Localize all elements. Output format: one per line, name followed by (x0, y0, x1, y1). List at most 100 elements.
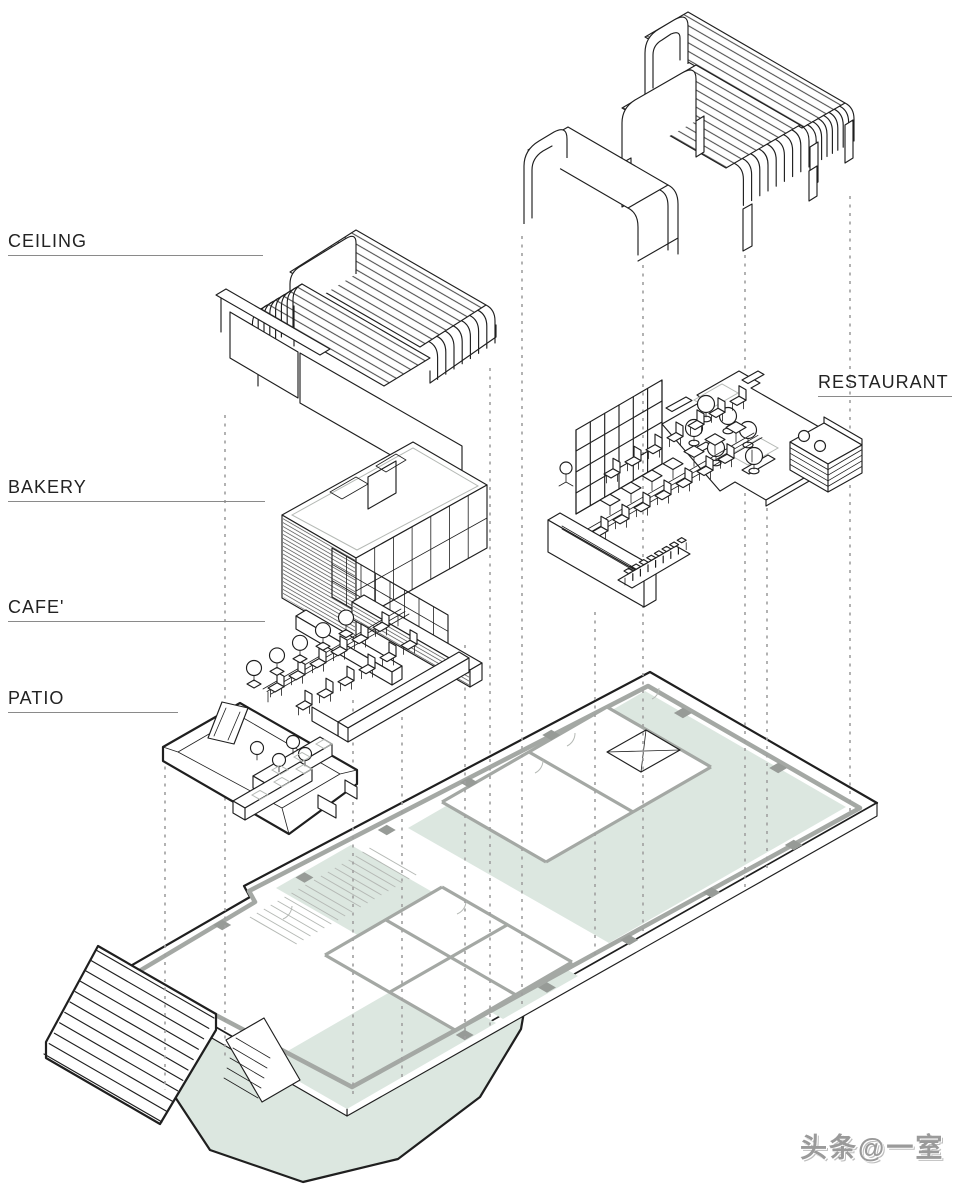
round-table (744, 446, 764, 466)
stool (285, 734, 301, 750)
stair-tread (369, 847, 417, 876)
chair-legs (711, 413, 723, 423)
chair-seat (400, 639, 418, 651)
label-patio-text: PATIO (8, 688, 65, 708)
round-table (696, 394, 716, 414)
rib-curve (750, 153, 761, 197)
rib-curve (783, 134, 794, 178)
table-base (338, 629, 354, 639)
chair-seat (295, 700, 313, 711)
slat (789, 447, 829, 470)
rib-fall (733, 124, 810, 206)
chair-legs (361, 669, 373, 680)
slat (827, 460, 863, 482)
entry-stair-treads (43, 949, 215, 1123)
label-rule (8, 712, 178, 713)
stair-tread (284, 896, 332, 925)
patio-furniture (249, 734, 334, 801)
entry-tread (59, 1022, 179, 1092)
stair-tread (256, 912, 304, 941)
glass-mullions (355, 484, 488, 622)
chair-seat (729, 395, 747, 406)
stair-tread (263, 908, 311, 937)
mini-stools (623, 537, 687, 586)
column-pad (537, 982, 556, 993)
stair-tread (313, 879, 362, 908)
chair-legs (699, 471, 711, 481)
entry-tread (90, 959, 210, 1029)
table-pad (314, 738, 334, 750)
chair-legs (627, 462, 639, 472)
rib-curve (428, 340, 439, 380)
stool (271, 752, 287, 768)
chair-seat (288, 670, 306, 681)
stair-tread (277, 900, 325, 929)
label-rule (8, 501, 265, 502)
chair-seat (696, 465, 714, 477)
vault-end-wall (644, 16, 689, 95)
chair-seat (675, 477, 693, 489)
chair-seat (645, 444, 663, 455)
slat (789, 464, 829, 487)
ceiling-canopy-small-arch (523, 126, 679, 262)
chair-seat (666, 431, 684, 443)
stair-tread (341, 863, 389, 892)
stool-seat (676, 537, 687, 544)
label-cafe: CAFE' (8, 597, 265, 622)
dining-table (662, 457, 684, 471)
stool-base (558, 473, 574, 487)
entry-tread (69, 1001, 189, 1071)
arch-end (523, 129, 568, 224)
dining-table (641, 469, 663, 483)
stool-seat (646, 554, 657, 561)
rib-curve (477, 309, 488, 349)
side-panel-small (229, 311, 299, 399)
dining-rail (585, 432, 763, 551)
chair-legs (669, 437, 681, 448)
table-pad (272, 776, 292, 788)
patio-terrace-model (161, 701, 359, 836)
table-top (314, 622, 332, 639)
grid-line (331, 563, 449, 632)
dining-table (599, 493, 621, 507)
stool-seat (638, 559, 649, 566)
rib-curve (452, 325, 463, 365)
dining-table (683, 445, 705, 458)
rib-curve (444, 330, 455, 370)
screen-rail (575, 421, 663, 473)
stool (813, 439, 827, 453)
column-pad (702, 887, 721, 898)
table-pad (250, 789, 270, 801)
rib-curve (844, 102, 855, 142)
chair-legs (648, 449, 660, 460)
plan-stairs (249, 847, 417, 945)
chair-seat (358, 663, 376, 675)
terrace-tread (232, 1047, 268, 1069)
rib-curve (828, 111, 839, 151)
chair-legs (657, 495, 669, 506)
rib-fall (428, 304, 496, 380)
chair-seat (316, 688, 334, 699)
rib-curve (791, 129, 802, 173)
stool-seat (653, 550, 664, 557)
column-pad (542, 729, 561, 741)
table-pad (294, 763, 314, 775)
stool (797, 429, 811, 443)
label-restaurant: RESTAURANT (818, 372, 952, 397)
stair-tread (320, 875, 368, 904)
table-top (291, 634, 309, 651)
rib-curve (742, 158, 753, 202)
stair-tread (305, 884, 353, 913)
chair-seat (687, 419, 705, 431)
rib-curve (280, 290, 291, 338)
chair-legs (312, 663, 324, 674)
rib-curve (766, 143, 777, 187)
label-rule (818, 396, 952, 397)
table-top (245, 659, 263, 677)
rib-curve (833, 108, 844, 148)
entry-tread (79, 980, 199, 1050)
table-top (337, 609, 355, 626)
chair-legs (732, 401, 744, 411)
stool-seat (623, 567, 634, 575)
